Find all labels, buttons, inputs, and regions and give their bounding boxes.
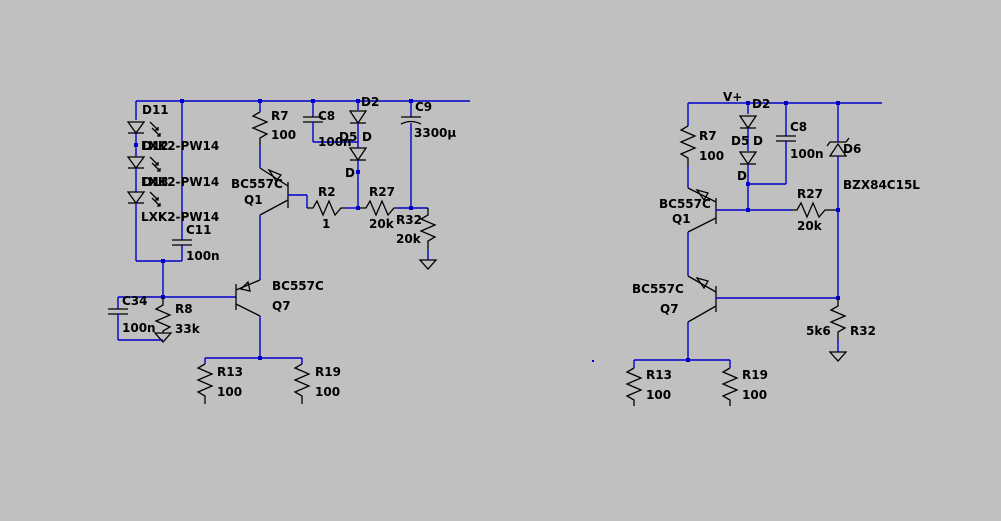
label-c8-right: C8 (790, 120, 807, 134)
label-r32-right: R32 (850, 324, 876, 338)
label-r27-right: R27 (797, 187, 823, 201)
label-d2-type-right: D (737, 169, 747, 183)
label-r13: R13 (217, 365, 243, 379)
label-r27-value: 20k (369, 217, 395, 231)
label-d5-type-right: D (753, 134, 763, 148)
label-d13: D13 (142, 175, 169, 189)
label-d5: D5 (339, 130, 357, 144)
label-r7-right: R7 (699, 129, 717, 143)
transistor-q7-right (687, 275, 717, 323)
label-r13-value: 100 (217, 385, 242, 399)
label-r32-value-right: 5k6 (806, 324, 831, 338)
label-r2-value: 1 (322, 217, 330, 231)
label-r7-value: 100 (271, 128, 296, 142)
resistor-r27 (360, 199, 398, 217)
resistor-r13 (196, 363, 214, 404)
label-c9-value: 3300µ (414, 126, 456, 140)
label-d11: D11 (142, 103, 169, 117)
resistor-r19 (293, 363, 311, 404)
resistor-r8 (154, 297, 172, 333)
label-r19-right: R19 (742, 368, 768, 382)
capacitor-c11 (172, 239, 192, 246)
label-r19-value: 100 (315, 385, 340, 399)
label-q1-right: Q1 (672, 212, 691, 226)
label-d6: D6 (843, 142, 861, 156)
label-c8: C8 (318, 109, 335, 123)
diode-d2 (348, 110, 368, 125)
label-d6-value: BZX84C15L (843, 178, 920, 192)
label-r19: R19 (315, 365, 341, 379)
label-r2: R2 (318, 185, 336, 199)
label-q1: Q1 (244, 193, 263, 207)
label-r7: R7 (271, 109, 289, 123)
label-q7-model-right: BC557C (632, 282, 684, 296)
label-c34: C34 (122, 294, 148, 308)
label-d5-type: D (362, 130, 372, 144)
resistor-r27-right (792, 201, 838, 219)
led-d12 (126, 156, 161, 172)
label-q1-model-right: BC557C (659, 197, 711, 211)
diode-d5 (348, 147, 368, 162)
led-d13 (126, 191, 161, 207)
label-lxk-c: LXK2-PW14 (141, 210, 219, 224)
label-r27-value-right: 20k (797, 219, 823, 233)
label-c8-value: 100n (318, 135, 352, 149)
resistor-r7 (251, 111, 269, 146)
label-c11: C11 (186, 223, 212, 237)
label-d2-right: D2 (752, 97, 770, 111)
label-q7: Q7 (272, 299, 291, 313)
label-vplus: V+ (723, 90, 742, 104)
label-lxk-a: LXK2-PW14 (141, 139, 219, 153)
label-r32-value: 20k (396, 232, 422, 246)
label-r13-value-right: 100 (646, 388, 671, 402)
label-d2: D2 (361, 95, 379, 109)
left-circuit: D11 LXK2-PW14 D12 LXK2-PW14 D13 LXK2-PW1… (108, 95, 470, 404)
ground-r8 (153, 332, 173, 343)
ground-r32-right (828, 351, 848, 362)
label-r13-right: R13 (646, 368, 672, 382)
transistor-q1-right (687, 187, 717, 233)
transistor-q1 (259, 167, 289, 216)
transistor-q7 (235, 279, 261, 317)
resistor-r7-right (679, 125, 697, 166)
capacitor-c8-right (776, 135, 796, 142)
label-d5-right: D5 (731, 134, 749, 148)
label-q7-right: Q7 (660, 302, 679, 316)
ground-r32 (418, 259, 438, 270)
resistor-r32-right (829, 298, 847, 340)
diode-d5-right (738, 151, 758, 166)
label-c9: C9 (415, 100, 432, 114)
label-r32: R32 (396, 213, 422, 227)
capacitor-c9 (400, 116, 422, 125)
label-c8-value-right: 100n (790, 147, 824, 161)
right-circuit: V+ D2 D5 D D R7 100 C8 100n D6 BZX84C15L… (592, 90, 920, 406)
label-lxk-b: LXK2-PW14 (141, 175, 219, 189)
label-d2-type: D (345, 166, 355, 180)
label-d12: D12 (142, 139, 169, 153)
label-q7-model: BC557C (272, 279, 324, 293)
diode-d2-right (738, 115, 758, 130)
resistor-r13-right (625, 367, 643, 406)
resistor-r2 (307, 199, 346, 217)
label-r7-value-right: 100 (699, 149, 724, 163)
label-r8: R8 (175, 302, 193, 316)
label-r8-value: 33k (175, 322, 201, 336)
capacitor-c34 (108, 308, 128, 315)
label-c11-value: 100n (186, 249, 220, 263)
led-d11 (126, 121, 161, 137)
label-q1-model: BC557C (231, 177, 283, 191)
label-r27: R27 (369, 185, 395, 199)
resistor-r32 (419, 208, 437, 250)
label-c34-value: 100n (122, 321, 156, 335)
label-r19-value-right: 100 (742, 388, 767, 402)
resistor-r19-right (721, 367, 739, 406)
